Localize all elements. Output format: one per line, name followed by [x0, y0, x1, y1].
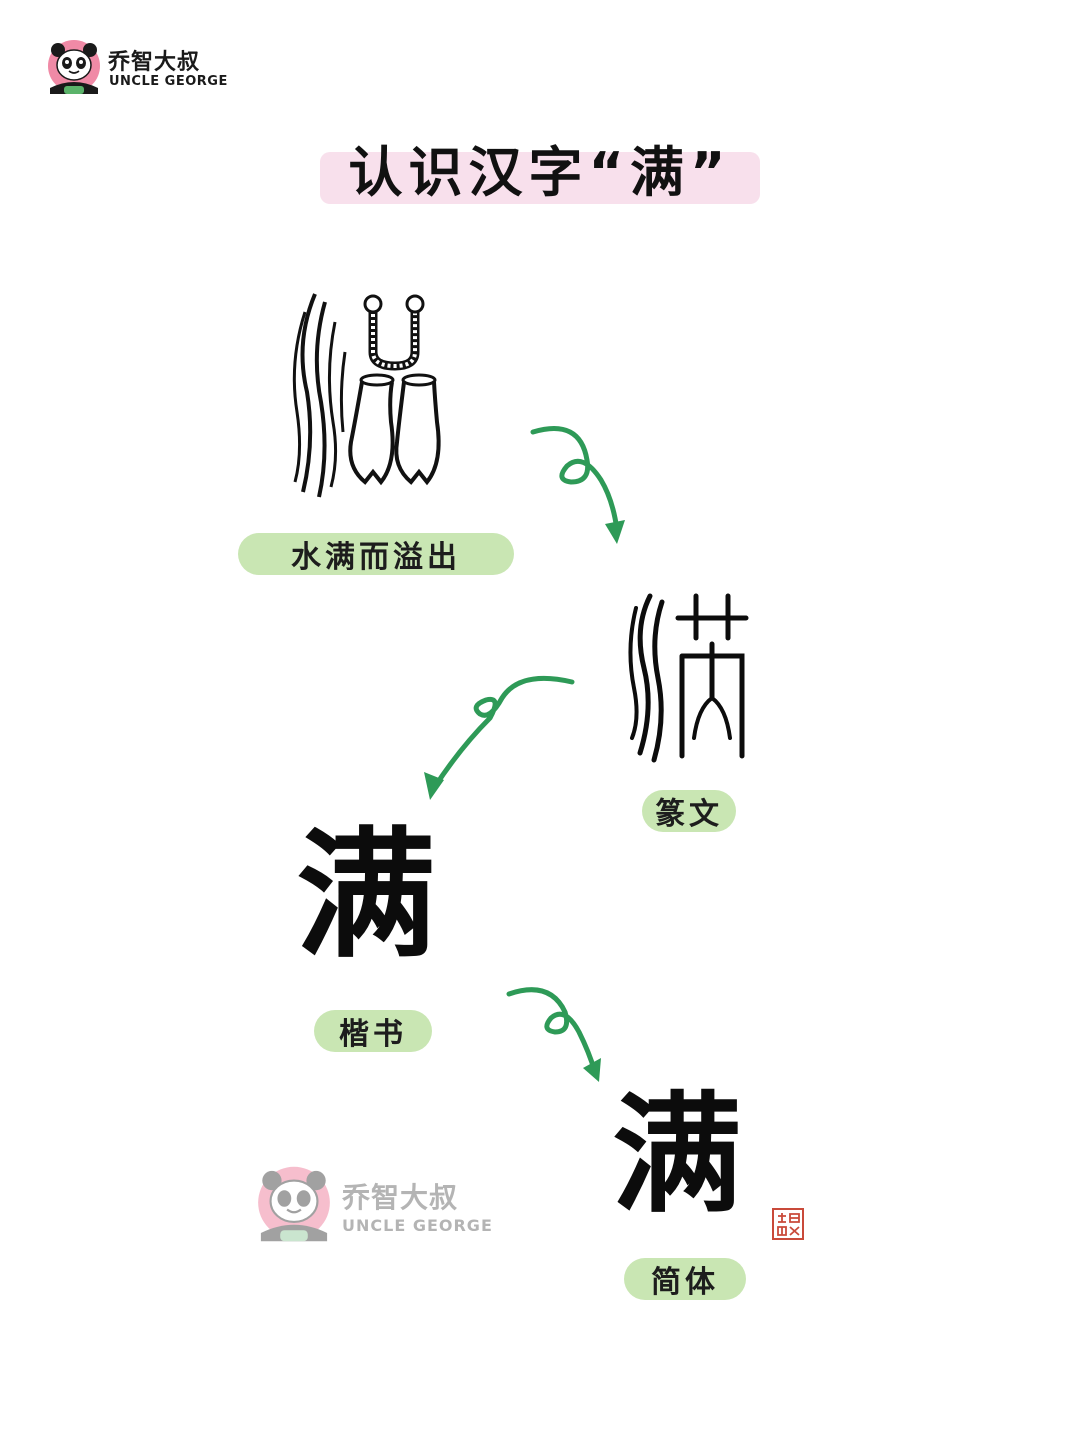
brand-logo: 乔智大叔 UNCLE GEORGE	[44, 38, 234, 96]
brand-name-cn: 乔智大叔	[108, 50, 201, 75]
stage-label-simplified: 简体	[624, 1258, 746, 1300]
curly-arrow-icon	[530, 426, 625, 544]
stage-label-regular: 楷书	[314, 1010, 432, 1052]
brand-name-en: UNCLE GEORGE	[109, 74, 228, 89]
curly-arrow-icon	[506, 987, 601, 1082]
overflow-pictograph	[292, 293, 441, 498]
simplified-glyph: 满	[612, 1079, 743, 1231]
page-title: 认识汉字“满”	[348, 141, 732, 204]
watermark-name-cn: 乔智大叔	[342, 1181, 459, 1214]
panda-icon	[48, 40, 100, 94]
brand-watermark: 乔智大叔 UNCLE GEORGE	[252, 1164, 492, 1244]
regular-script-glyph: 满	[296, 814, 437, 978]
stage-label-pictograph: 水满而溢出	[238, 533, 514, 575]
curly-arrow-icon	[424, 675, 575, 800]
seal-script-glyph	[628, 593, 749, 763]
panda-icon	[258, 1166, 330, 1242]
seal-stamp-icon	[772, 1208, 804, 1240]
title-highlight	[320, 152, 760, 204]
stage-label-seal: 篆文	[642, 790, 736, 832]
watermark-name-en: UNCLE GEORGE	[342, 1216, 493, 1235]
